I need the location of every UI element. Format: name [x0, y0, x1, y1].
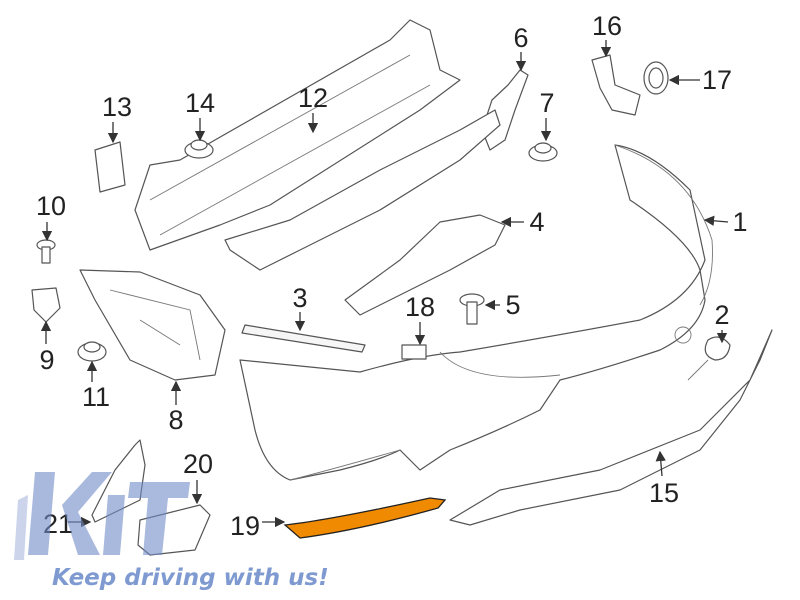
callout-19: 19	[230, 511, 260, 541]
part-sensor-ring[interactable]	[643, 61, 669, 95]
kit-logo-watermark	[14, 472, 190, 560]
part-nut-11[interactable]	[77, 341, 107, 362]
part-trim-strip[interactable]	[241, 324, 366, 353]
part-screw-10[interactable]	[36, 239, 56, 264]
part-nut-7[interactable]	[528, 142, 558, 162]
part-cover-plate[interactable]	[94, 141, 126, 193]
callout-2: 2	[714, 300, 729, 330]
part-bumper-carrier[interactable]	[134, 19, 461, 251]
part-nut-14[interactable]	[184, 139, 214, 159]
callout-10: 10	[36, 191, 66, 221]
part-screw[interactable]	[459, 293, 485, 325]
callout-3: 3	[292, 283, 307, 313]
callout-20: 20	[183, 449, 213, 479]
callout-12: 12	[298, 83, 328, 113]
leader-lines	[40, 40, 729, 528]
callout-14: 14	[185, 88, 215, 118]
part-tow-hook-cover[interactable]	[704, 336, 731, 361]
callout-7: 7	[539, 88, 554, 118]
part-diffuser[interactable]	[449, 329, 773, 526]
callout-16: 16	[592, 11, 622, 41]
callout-4: 4	[529, 207, 544, 237]
callout-15: 15	[649, 478, 679, 508]
callout-9: 9	[39, 345, 54, 375]
part-bumper-cover[interactable]	[239, 144, 713, 481]
part-bracket-center[interactable]	[344, 214, 506, 316]
callout-11: 11	[82, 382, 110, 412]
callout-8: 8	[168, 405, 183, 435]
part-left-bracket[interactable]	[79, 269, 226, 381]
part-parking-sensor[interactable]	[591, 54, 641, 116]
callout-6: 6	[513, 23, 528, 53]
part-clip-18[interactable]	[401, 344, 427, 360]
part-side-bracket[interactable]	[481, 69, 529, 151]
callout-1: 1	[732, 207, 747, 237]
callout-18: 18	[405, 292, 435, 322]
part-clip[interactable]	[31, 287, 61, 323]
callout-17: 17	[702, 65, 732, 95]
part-reflector-highlighted[interactable]	[283, 497, 447, 539]
part-energy-absorber[interactable]	[224, 109, 501, 271]
watermark-tagline: Keep driving with us!	[52, 565, 329, 591]
callout-5: 5	[505, 290, 520, 320]
callout-13: 13	[102, 92, 132, 122]
